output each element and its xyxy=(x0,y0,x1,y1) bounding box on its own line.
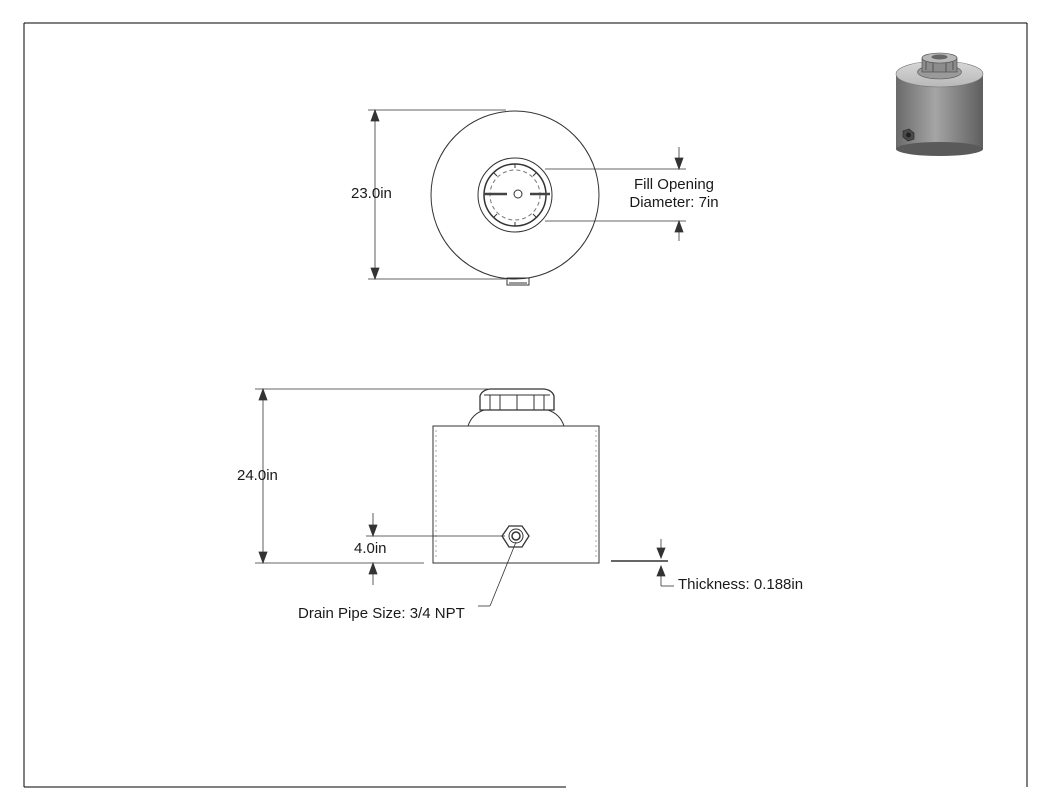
thickness-label: Thickness: 0.188in xyxy=(678,576,804,593)
drawing-frame xyxy=(23,22,1028,788)
drain-pipe-label: Drain Pipe Size: 3/4 NPT xyxy=(298,605,465,622)
dim-height-lines xyxy=(255,387,488,565)
dim-diameter-lines xyxy=(368,108,506,281)
cap-center-circle xyxy=(513,189,523,199)
dim-fill-opening-lines xyxy=(545,147,686,241)
dim-drain-height-label: 4.0in xyxy=(354,540,387,557)
tank-outline-circle xyxy=(430,110,600,280)
fill-opening-circle xyxy=(477,157,553,233)
isometric-view xyxy=(895,52,984,156)
dim-diameter-label: 23.0in xyxy=(351,185,392,202)
fill-cap-side xyxy=(479,388,555,411)
drain-pipe-leader xyxy=(478,541,517,607)
fill-opening-label-line2: Diameter: 7in xyxy=(629,194,719,211)
tank-body xyxy=(432,425,600,564)
side-view xyxy=(432,388,600,564)
drain-nub-top-view xyxy=(506,277,530,286)
top-view xyxy=(430,110,600,286)
dim-thickness-lines xyxy=(611,539,674,587)
drain-fitting-outer xyxy=(508,528,524,544)
drain-fitting-inner xyxy=(511,531,521,541)
fill-opening-label-line1: Fill Opening xyxy=(633,176,715,193)
dim-drain-height-lines xyxy=(366,513,505,585)
dim-height-label: 24.0in xyxy=(237,467,278,484)
tank-shoulder xyxy=(467,409,565,427)
